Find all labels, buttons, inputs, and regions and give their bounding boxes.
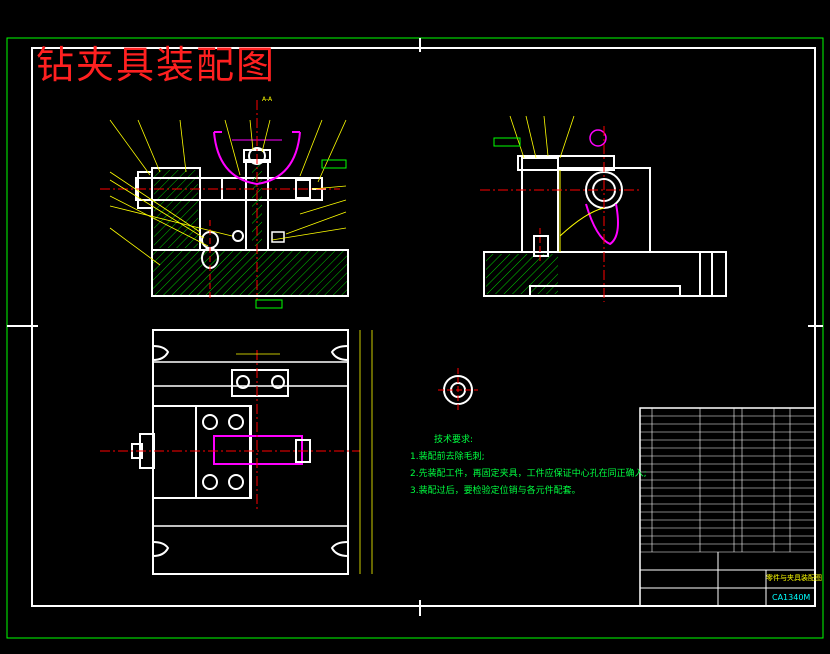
drawing-title: 钻夹具装配图 (36, 43, 277, 87)
title-block (639, 407, 816, 607)
top-view (100, 329, 373, 575)
drawing-number: CA1340M (772, 593, 811, 602)
technical-notes-heading: 技术要求: (434, 435, 474, 445)
part-name: 零件与夹具装配图 (766, 574, 822, 582)
technical-note-2: 2.先装配工件，再固定夹具，工件应保证中心孔在同正确入; (410, 469, 647, 479)
outer-border (6, 37, 824, 639)
technical-notes: 技术要求: 1.装配前去除毛刺; 2.先装配工件，再固定夹具，工件应保证中心孔在… (410, 432, 647, 500)
side-view (480, 115, 727, 302)
section-label: A-A (262, 96, 273, 103)
inner-border (31, 47, 816, 607)
technical-note-3: 3.装配过后，要检验定位销与各元件配套。 (410, 486, 581, 496)
front-section-view (100, 100, 349, 309)
technical-note-1: 1.装配前去除毛刺; (410, 452, 485, 462)
bushing-detail (438, 368, 478, 410)
